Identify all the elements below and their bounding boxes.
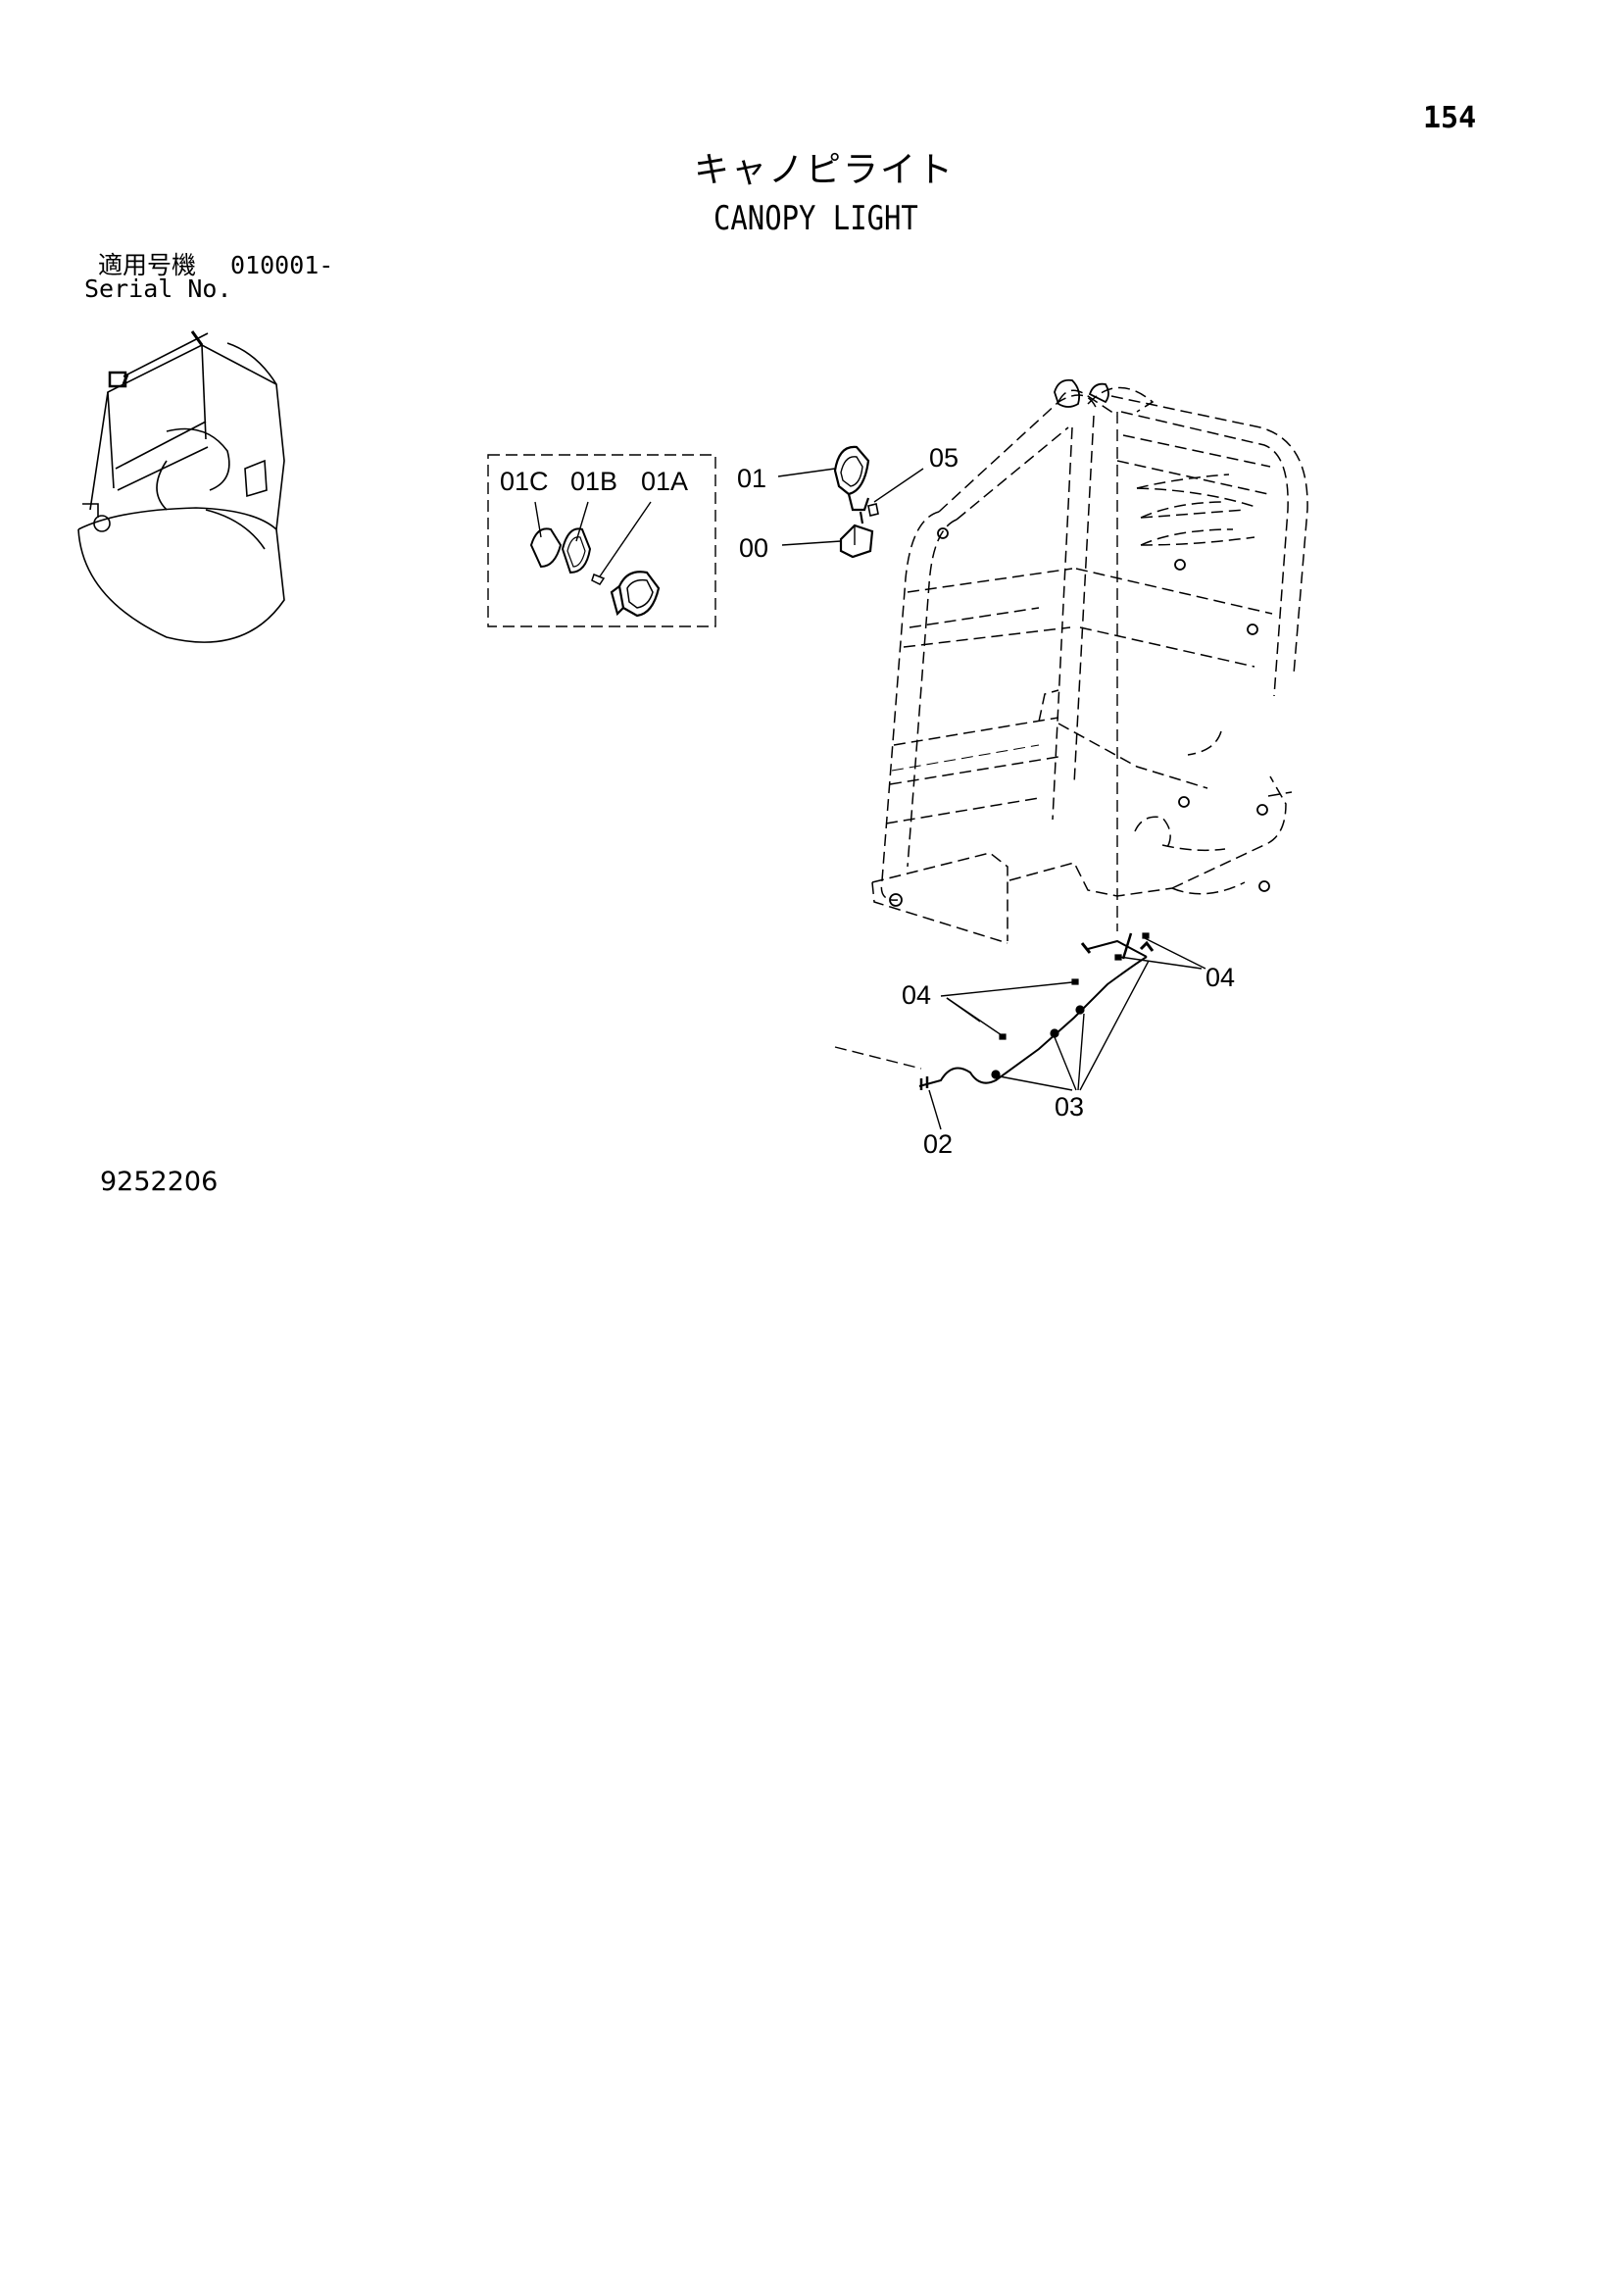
serial-label-japanese: 適用号機 [98,251,197,279]
serial-label-english: Serial No. [84,275,232,303]
part-03-clip [1075,1005,1085,1015]
part-02-harness [918,956,1148,1087]
part-01A-screw [591,574,606,585]
part-04-screw [1071,978,1079,985]
callout-00: 00 [739,533,768,563]
wiring-harness [918,932,1155,1090]
part-04-screw [999,1033,1007,1040]
roll-bar-top-lights [889,378,1270,907]
page-number: 154 [1423,101,1477,135]
callout-01A: 01A [641,467,688,496]
callout-02: 02 [923,1129,953,1159]
callout-04-right: 04 [1205,963,1235,992]
harness-extension-line [834,1046,922,1070]
part-05-bolt [867,503,879,517]
drawing-number: 9252206 [100,1167,219,1197]
part-03-clip [1050,1028,1059,1038]
callout-05: 05 [929,443,959,473]
part-01C-lens [529,527,563,569]
inset-dashed-frame [487,454,716,627]
callout-01B: 01B [570,467,617,496]
light-housing-exploded [610,571,661,618]
callout-01: 01 [737,464,766,493]
part-03-clip [991,1070,1001,1079]
canopy-frame [871,386,1308,944]
title-english: CANOPY LIGHT [713,199,918,238]
title-japanese: キャノピライト [694,150,956,190]
part-01B-rim [561,527,592,574]
part-00-bracket [839,524,874,559]
overview-thumbnail [77,330,285,643]
canopy-light-assembly [833,445,879,559]
callout-01C: 01C [500,467,549,496]
callout-04-left: 04 [902,980,931,1010]
serial-number-range: 010001- [230,251,334,279]
light-exploded-inset: 01C 01B 01A [487,454,716,627]
light-lamp [833,445,870,496]
callout-03: 03 [1055,1092,1084,1122]
